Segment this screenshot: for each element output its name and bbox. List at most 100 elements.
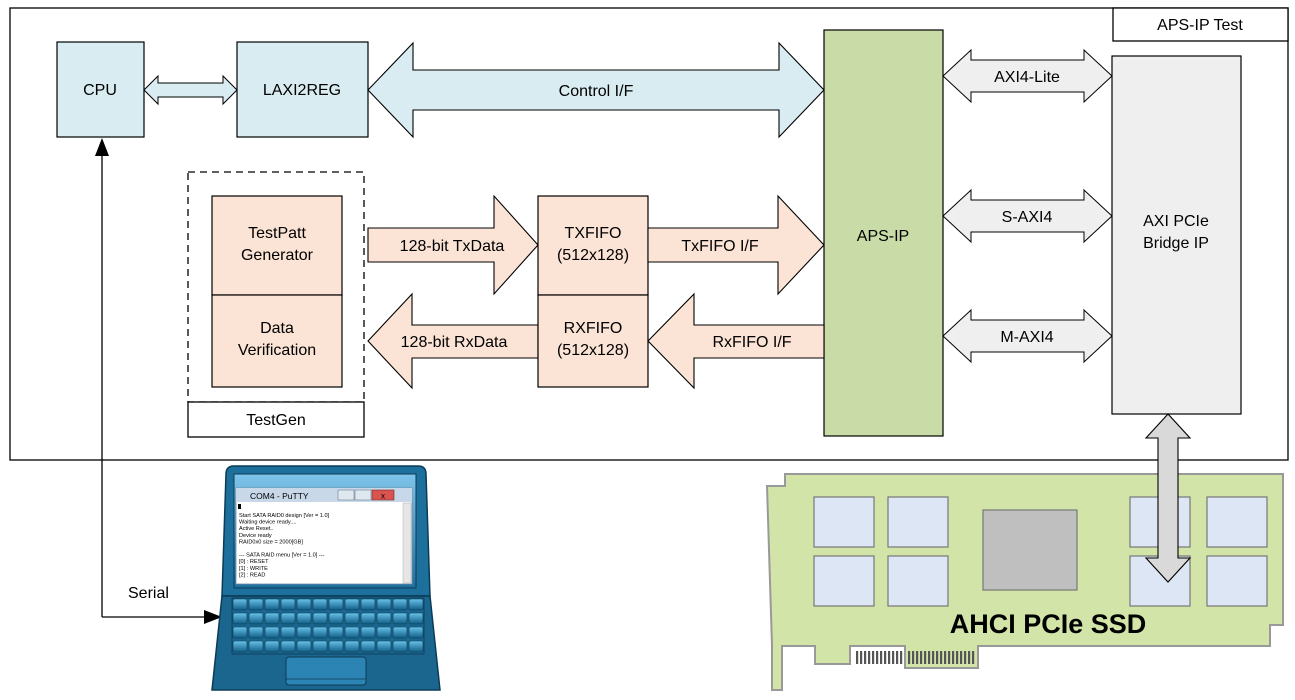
gold-finger [896,651,899,664]
putty-window [235,487,413,585]
gold-finger [968,651,971,664]
gold-finger [932,651,935,664]
tx-data-arrow [367,194,539,296]
gold-finger [888,651,891,664]
gold-finger [872,651,875,664]
gold-finger [956,651,959,664]
gold-finger [908,651,911,664]
bridge-label-line1: AXI PCIe [1143,213,1209,230]
putty-console-line: [0] : RESET [239,559,269,565]
ssd-gold-fingers [856,651,975,664]
laxi2reg-label: LAXI2REG [263,82,341,99]
gold-finger [912,651,915,664]
serial-arrowhead-up [95,138,109,156]
serial-connection [101,155,208,618]
axi4-lite-label: AXI4-Lite [994,69,1060,86]
ssd-chip-8 [1206,555,1268,607]
gold-finger [856,651,859,664]
putty-minimize-button[interactable] [337,489,355,501]
gold-finger [860,651,863,664]
txfifo-line1: TXFIFO [565,225,622,242]
ssd-controller [982,509,1078,591]
putty-console-line: [1] : WRITE [239,566,268,572]
gold-finger [960,651,963,664]
testpatt-generator-block [211,195,343,296]
bridge-ssd-arrow [1144,413,1192,583]
gold-finger [972,651,975,664]
putty-console-line: Waiting device ready.... [239,520,297,526]
putty-title: COM4 - PuTTY [250,491,309,501]
frame-title: APS-IP Test [1157,17,1243,34]
s-axi4-arrow [942,188,1113,244]
gold-finger [892,651,895,664]
tx-data-label: 128-bit TxData [400,238,505,255]
ssd-chip-4 [887,555,949,607]
gold-finger [920,651,923,664]
rxfifo-block [537,294,649,388]
ssd-chip-1 [813,496,875,548]
aps-ip-block [823,29,944,437]
putty-console-line: Start SATA RAID0 design [Ver = 1.0] [239,513,330,519]
putty-console-text: Start SATA RAID0 design [Ver = 1.0]Waiti… [239,513,330,578]
cpu-label: CPU [83,82,117,99]
gold-finger [916,651,919,664]
gold-finger [928,651,931,664]
testpatt-line1: TestPatt [248,225,306,242]
putty-scrollbar[interactable] [402,502,412,584]
putty-console-line: [2] : READ [239,572,265,578]
data-verification-block [211,294,343,388]
gold-finger [864,651,867,664]
ssd-chip-3 [813,555,875,607]
gold-finger [948,651,951,664]
rxfifo-if-label: RxFIFO I/F [712,334,791,351]
putty-console-line: Active Reset.. [239,526,274,532]
rx-data-label: 128-bit RxData [401,334,508,351]
cpu-block [56,41,145,138]
putty-close-button[interactable] [371,489,395,501]
axi-pcie-bridge-block [1111,55,1242,415]
putty-console-line: Device ready [239,533,272,539]
gold-finger [940,651,943,664]
rxfifo-if-arrow [647,292,825,390]
gold-finger [952,651,955,664]
gold-finger [936,651,939,664]
aps-ip-label: APS-IP [857,228,909,245]
verification-line1: Data [260,320,294,337]
laptop: COM4 - PuTTY x Start SATA RAID0 design [… [211,465,441,691]
putty-console-line: --- SATA RAID menu [Ver = 1.0] --- [239,553,325,559]
gold-finger [964,651,967,664]
m-axi4-label: M-AXI4 [1000,329,1053,346]
serial-arrowhead-right [204,610,222,624]
frame-title-box [1112,7,1289,42]
gold-finger [900,651,903,664]
testpatt-line2: Generator [241,247,314,264]
ssd-chip-6 [1206,496,1268,548]
laptop-keyboard [231,597,425,655]
rxfifo-line1: RXFIFO [564,320,623,337]
gold-finger [944,651,947,664]
laxi2reg-block [236,41,369,138]
m-axi4-arrow [942,308,1113,364]
rx-data-arrow [367,292,539,390]
putty-close-x: x [381,492,385,501]
ahci-pcie-ssd-card: AHCI PCIe SSD [765,473,1284,691]
rxfifo-line2: (512x128) [557,342,629,359]
axi4-lite-arrow [942,48,1113,104]
txfifo-if-label: TxFIFO I/F [681,238,759,255]
laptop-touchpad [285,656,367,686]
testgen-label-box [187,401,365,438]
gold-finger [884,651,887,664]
gold-finger [868,651,871,664]
testgen-label: TestGen [246,412,306,429]
ssd-label: AHCI PCIe SSD [950,609,1147,639]
putty-maximize-button[interactable] [354,489,372,501]
ssd-chip-2 [887,496,949,548]
verification-line2: Verification [238,342,316,359]
txfifo-line2: (512x128) [557,247,629,264]
serial-label: Serial [128,585,169,602]
gold-finger [876,651,879,664]
putty-cursor [238,504,241,509]
gold-finger [924,651,927,664]
control-if-label: Control I/F [559,83,634,100]
s-axi4-label: S-AXI4 [1002,209,1053,226]
